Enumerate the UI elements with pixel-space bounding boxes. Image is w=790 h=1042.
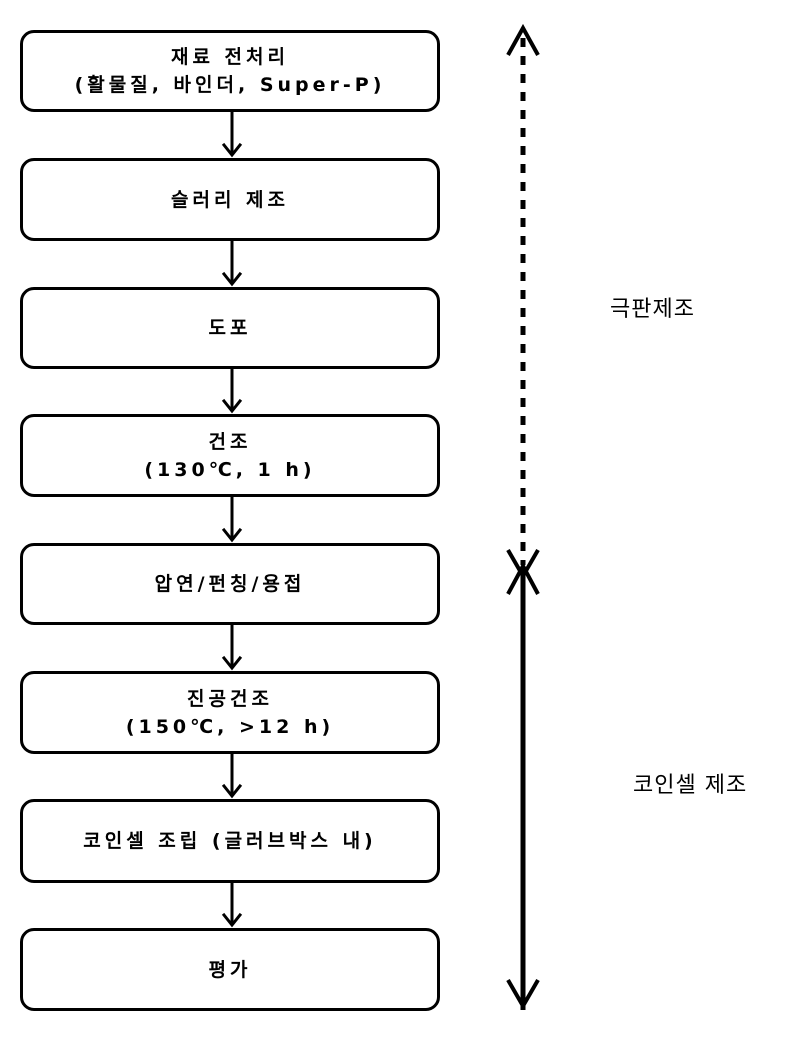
- phase-label-coincell: 코인셀 제조: [633, 773, 748, 798]
- coincell-phase-solid-arrow: [506, 561, 540, 1011]
- arrow-5: [221, 623, 243, 671]
- arrow-1: [221, 110, 243, 158]
- phase-label-electrode: 극판제조: [610, 297, 695, 322]
- step-drying: 건조 (130℃, 1 h): [20, 414, 440, 497]
- step-title: 도포: [208, 317, 252, 339]
- step-evaluation: 평가: [20, 928, 440, 1011]
- step-material-pretreatment: 재료 전처리 (활물질, 바인더, Super-P): [20, 30, 440, 112]
- arrow-6: [221, 752, 243, 799]
- step-title: 건조: [208, 430, 252, 453]
- step-detail: (150℃, >12 h): [125, 715, 335, 738]
- arrow-3: [221, 367, 243, 414]
- step-coincell-assembly: 코인셀 조립 (글러브박스 내): [20, 799, 440, 883]
- arrow-7: [221, 881, 243, 928]
- step-rolling-punching-welding: 압연/펀칭/용접: [20, 543, 440, 625]
- step-detail: (130℃, 1 h): [144, 458, 316, 481]
- step-title: 진공건조: [187, 687, 273, 710]
- step-title: 평가: [208, 958, 252, 981]
- electrode-phase-dotted-arrow: [506, 23, 540, 581]
- step-title: 재료 전처리: [170, 46, 289, 68]
- step-slurry: 슬러리 제조: [20, 158, 440, 241]
- step-detail: (활물질, 바인더, Super-P): [74, 74, 386, 96]
- arrow-2: [221, 239, 243, 287]
- arrow-4: [221, 495, 243, 543]
- step-vacuum-drying: 진공건조 (150℃, >12 h): [20, 671, 440, 754]
- step-title: 슬러리 제조: [170, 188, 289, 211]
- step-coating: 도포: [20, 287, 440, 369]
- step-title: 코인셀 조립 (글러브박스 내): [83, 830, 377, 852]
- step-title: 압연/펀칭/용접: [154, 573, 306, 595]
